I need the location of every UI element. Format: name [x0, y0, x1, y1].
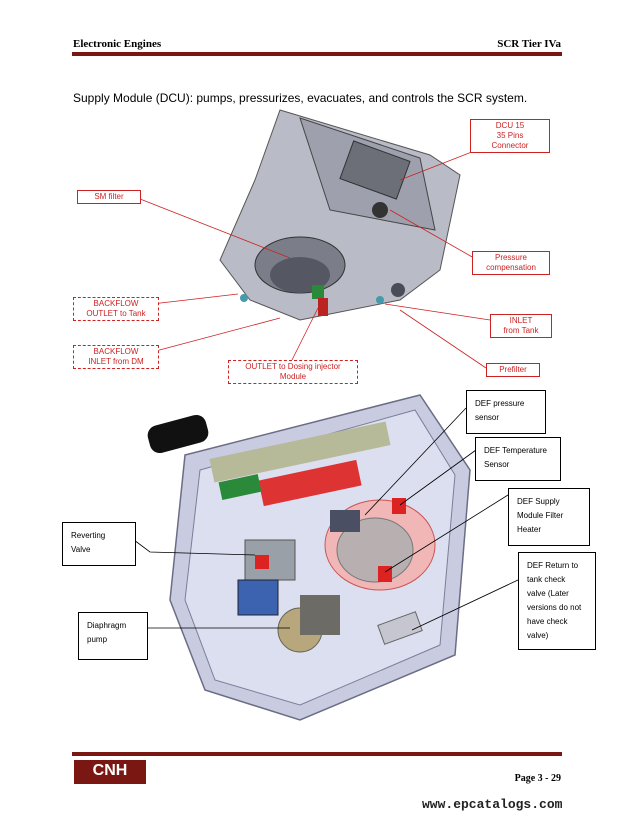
label-prefilter: Prefilter — [486, 363, 540, 377]
label-reverting-valve: Reverting Valve — [62, 522, 136, 566]
page-number: Page 3 - 29 — [514, 773, 561, 784]
label-def-temperature-sensor: DEF Temperature Sensor — [475, 437, 561, 481]
supply-module-top-image — [219, 109, 461, 321]
label-diaphragm-pump: Diaphragm pump — [78, 612, 148, 660]
cnh-logo-text: CNH — [92, 762, 128, 779]
label-backflow-outlet: BACKFLOW OUTLET to Tank — [73, 297, 159, 321]
label-pressure-compensation: Pressure compensation — [472, 251, 550, 275]
label-def-supply-filter-heater: DEF Supply Module Filter Heater — [508, 488, 590, 546]
header-left: Electronic Engines — [73, 38, 162, 50]
label-backflow-inlet: BACKFLOW INLET from DM — [73, 345, 159, 369]
label-sm-filter: SM filter — [77, 190, 141, 204]
header-right: SCR Tier IVa — [497, 38, 561, 50]
footer-rule — [72, 752, 562, 756]
supply-module-bottom-image — [147, 394, 471, 721]
bottom-leader-lines — [133, 407, 519, 631]
top-leader-lines — [134, 147, 491, 369]
watermark-url: www.epcatalogs.com — [422, 797, 563, 812]
label-dcu-connector: DCU 15 35 Pins Connector — [470, 119, 550, 153]
header-rule — [72, 52, 562, 56]
label-def-pressure-sensor: DEF pressure sensor — [466, 390, 546, 434]
label-inlet-tank: INLET from Tank — [490, 314, 552, 338]
label-outlet-dosing: OUTLET to Dosing injector Module — [228, 360, 358, 384]
intro-text: Supply Module (DCU): pumps, pressurizes,… — [73, 91, 528, 105]
label-def-return-check-valve: DEF Return to tank check valve (Later ve… — [518, 552, 596, 650]
cnh-logo: CNH — [74, 760, 146, 784]
